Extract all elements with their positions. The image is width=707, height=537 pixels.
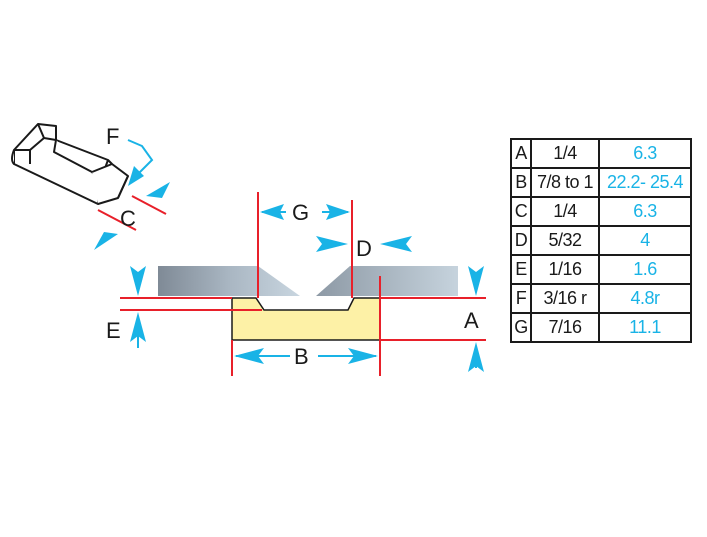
row-mm: 22.2- 25.4	[598, 167, 692, 198]
label-E: E	[106, 318, 121, 343]
leader-F	[127, 139, 154, 175]
row-letter: B	[510, 167, 532, 198]
row-mm: 11.1	[598, 312, 692, 343]
arrow-E-top	[130, 266, 146, 296]
label-A: A	[464, 308, 479, 333]
row-letter: C	[510, 196, 532, 227]
arrow-A-top	[468, 266, 484, 296]
arrow-D-left	[316, 236, 348, 252]
arrow-C-lower	[94, 232, 118, 250]
row-letter: G	[510, 312, 532, 343]
row-mm: 6.3	[598, 138, 692, 169]
row-mm: 4.8r	[598, 283, 692, 314]
row-letter: D	[510, 225, 532, 256]
label-C: C	[120, 206, 136, 231]
row-mm: 6.3	[598, 196, 692, 227]
row-fraction: 7/8 to 1	[530, 167, 600, 198]
table-row: D 5/32 4	[510, 225, 692, 256]
row-mm: 1.6	[598, 254, 692, 285]
arrow-F	[128, 166, 144, 186]
row-letter: A	[510, 138, 532, 169]
row-letter: F	[510, 283, 532, 314]
row-fraction: 1/4	[530, 196, 600, 227]
dim-line-C-1	[97, 209, 137, 231]
label-D: D	[356, 236, 372, 261]
label-B: B	[294, 344, 309, 369]
label-G: G	[292, 200, 309, 225]
row-fraction: 5/32	[530, 225, 600, 256]
table-row: G 7/16 11.1	[510, 312, 692, 343]
part-cross-section	[231, 297, 381, 341]
blade-right	[316, 266, 458, 296]
arrow-B-left	[234, 348, 264, 364]
row-fraction: 7/16	[530, 312, 600, 343]
row-fraction: 3/16 r	[530, 283, 600, 314]
label-F: F	[106, 124, 119, 149]
arrow-E-bottom	[130, 312, 146, 342]
table-row: C 1/4 6.3	[510, 196, 692, 227]
table-row: A 1/4 6.3	[510, 138, 692, 169]
arrow-G-left	[260, 204, 284, 220]
row-fraction: 1/16	[530, 254, 600, 285]
table-row: B 7/8 to 1 22.2- 25.4	[510, 167, 692, 198]
row-letter: E	[510, 254, 532, 285]
dim-line-C-2	[131, 195, 167, 215]
blade-left	[158, 266, 300, 296]
arrow-G-right	[326, 204, 350, 220]
arrow-C-upper	[146, 182, 170, 198]
row-mm: 4	[598, 225, 692, 256]
table-row: E 1/16 1.6	[510, 254, 692, 285]
arrow-B-right	[348, 348, 378, 364]
part-isometric-sketch	[11, 123, 129, 205]
arrow-D-right	[380, 236, 412, 252]
row-fraction: 1/4	[530, 138, 600, 169]
dimension-table: A 1/4 6.3 B 7/8 to 1 22.2- 25.4 C 1/4 6.…	[510, 138, 692, 343]
table-row: F 3/16 r 4.8r	[510, 283, 692, 314]
